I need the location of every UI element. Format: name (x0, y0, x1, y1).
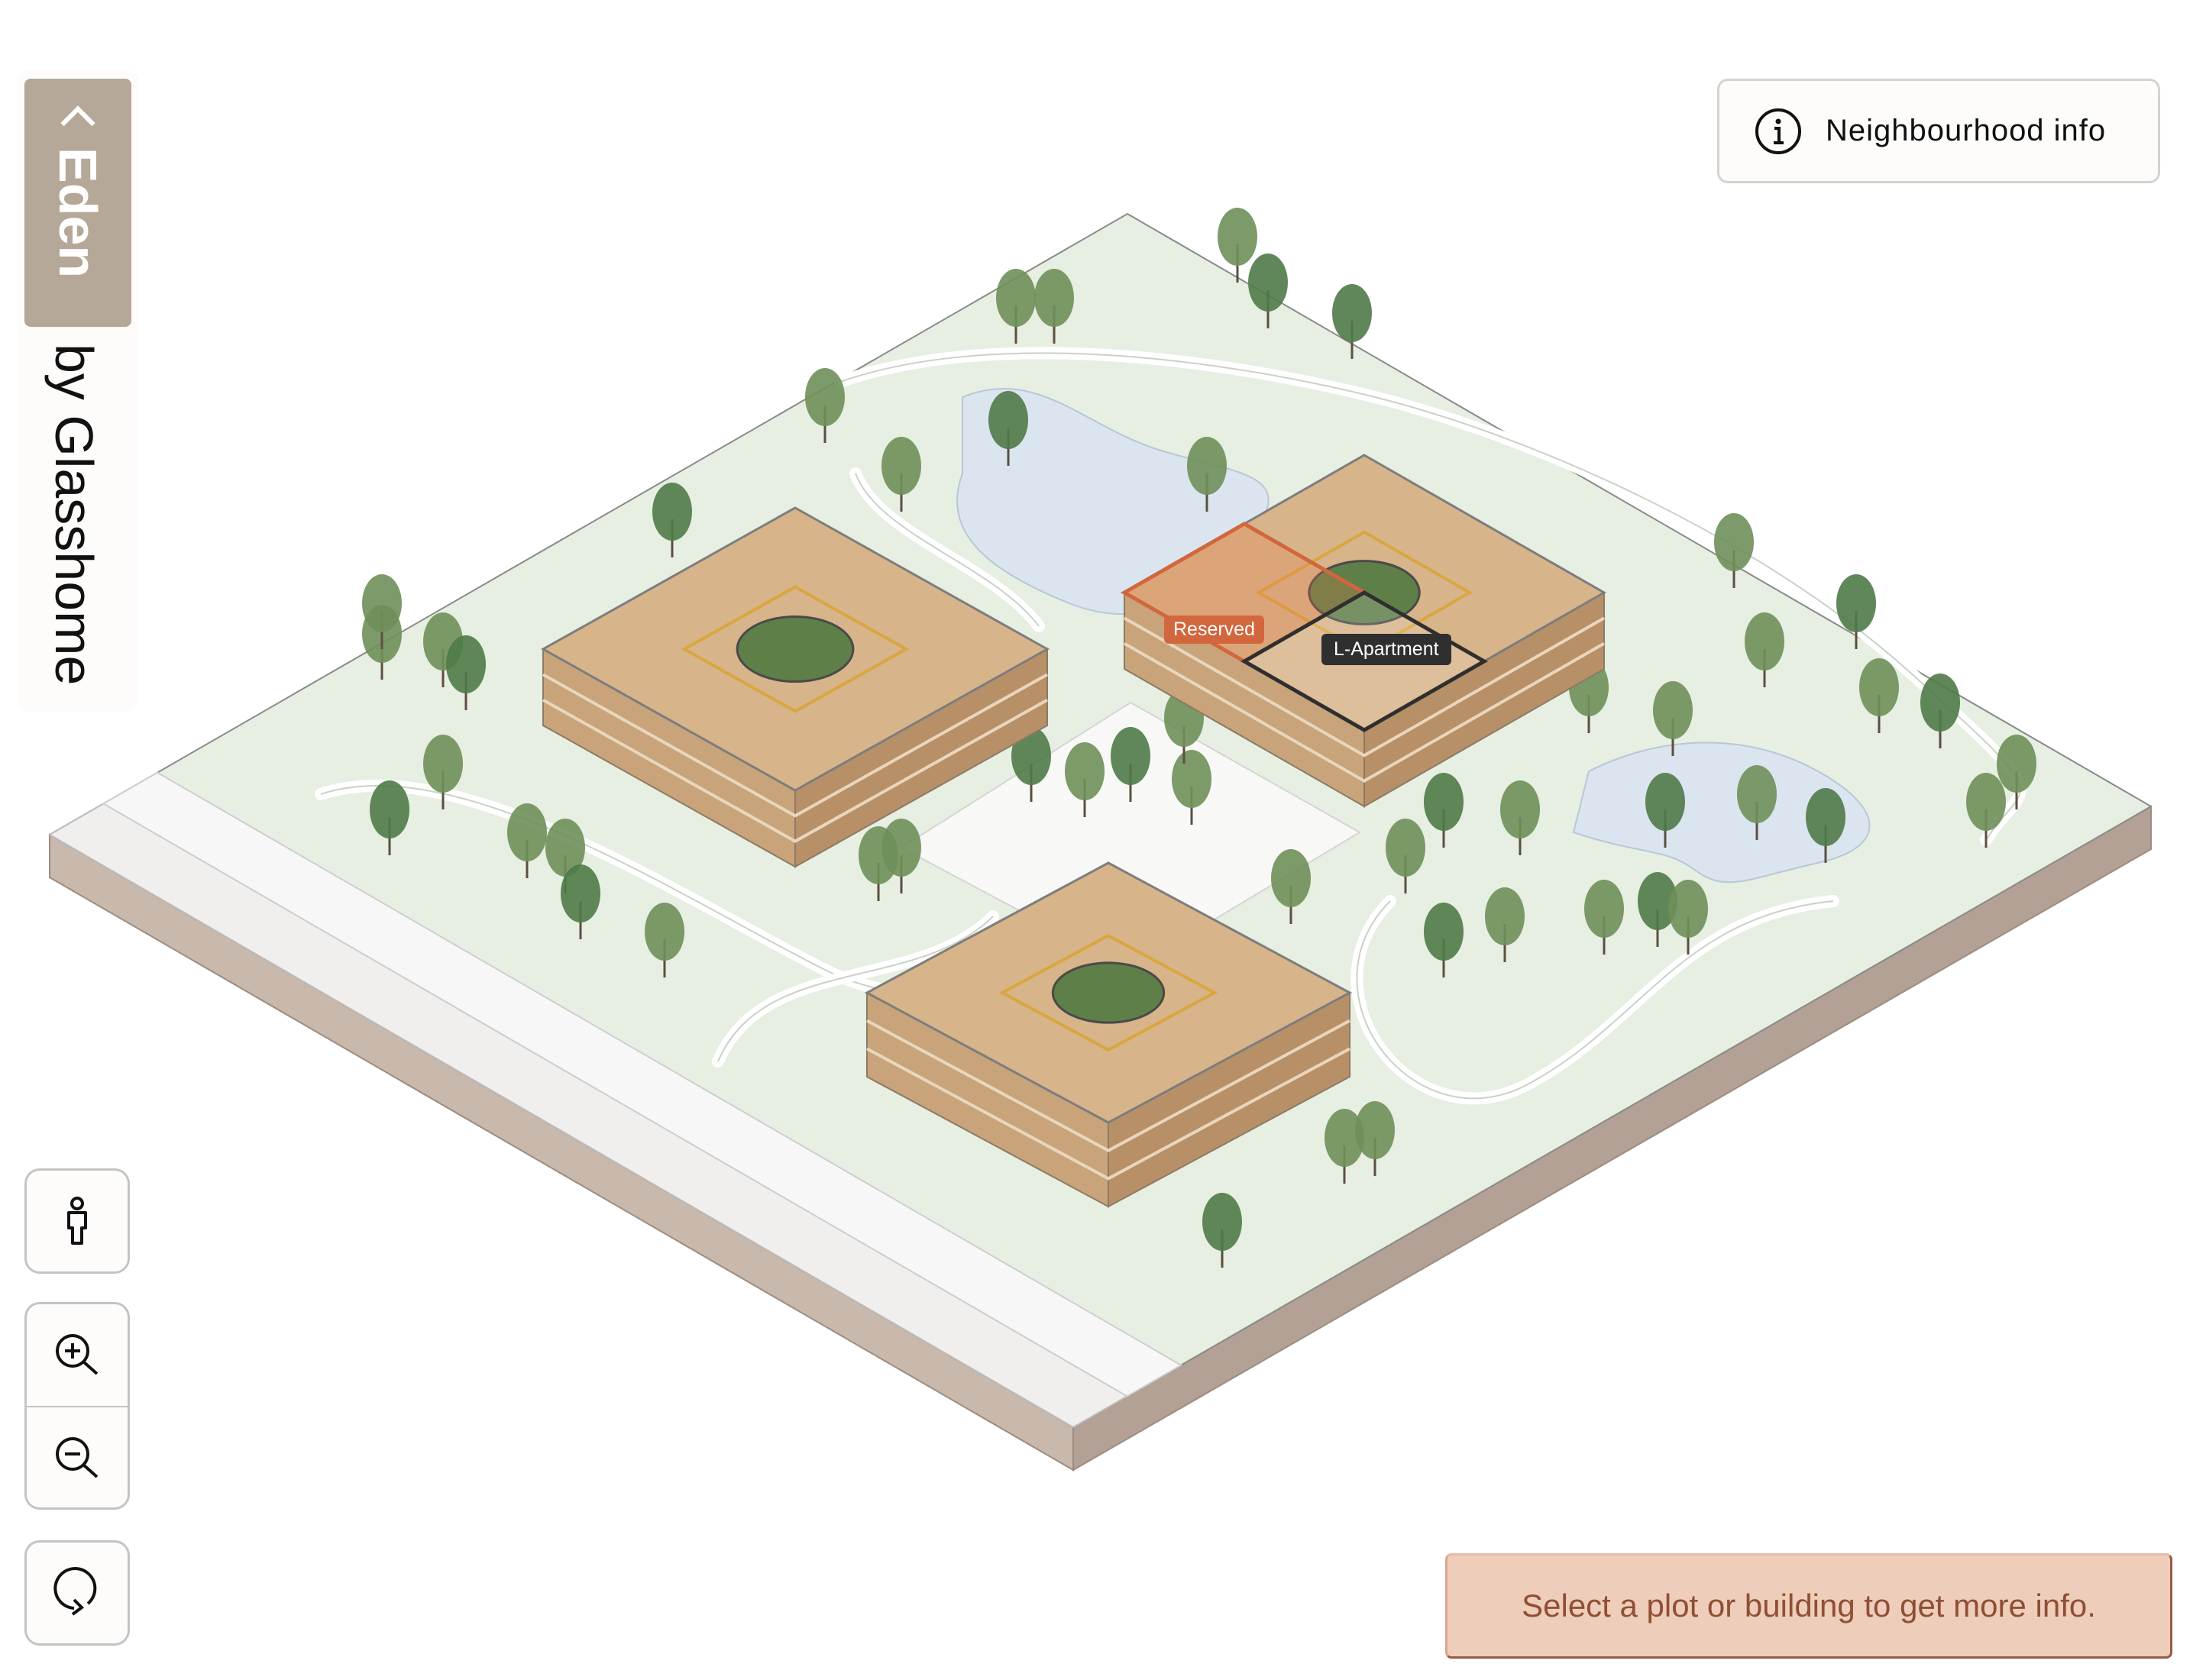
status-banner: Select a plot or building to get more in… (1445, 1553, 2172, 1659)
tree (1745, 612, 1784, 670)
reserved-label[interactable]: Reserved (1164, 615, 1264, 644)
project-name: Eden (48, 147, 108, 279)
person-view-control (24, 1168, 130, 1274)
tree (1645, 773, 1685, 831)
rotate-icon (53, 1567, 97, 1616)
tree (1187, 437, 1227, 495)
tree (1668, 880, 1708, 938)
building-south-corridor (998, 933, 1218, 1052)
rotate-button[interactable] (27, 1543, 128, 1643)
tree (1966, 773, 2006, 831)
tree (1202, 1193, 1242, 1251)
tree (1997, 735, 2036, 793)
neighbourhood-info-button[interactable]: Neighbourhood info (1717, 79, 2160, 183)
tree (1859, 658, 1899, 716)
info-icon (1755, 108, 1801, 154)
zoom-out-button[interactable] (27, 1406, 128, 1507)
project-tab[interactable]: Eden (24, 79, 131, 327)
tree (1806, 788, 1845, 846)
tree (1218, 208, 1257, 266)
zoom-in-icon (56, 1333, 99, 1375)
apartment-label[interactable]: L-Apartment (1321, 634, 1451, 665)
tree (805, 368, 845, 426)
tree (1011, 727, 1051, 785)
buildings[interactable] (540, 454, 1607, 1208)
tree (446, 635, 486, 693)
tree (370, 780, 409, 838)
tree (561, 864, 600, 922)
tree (652, 483, 692, 541)
person-view-button[interactable] (27, 1171, 128, 1271)
tree (1485, 887, 1525, 945)
tree (881, 437, 921, 495)
tree (859, 826, 898, 884)
tree (645, 903, 684, 961)
tree (1500, 780, 1540, 838)
tree (1638, 872, 1677, 930)
tree (1920, 674, 1960, 732)
zoom-out-icon (56, 1436, 99, 1478)
tree (1248, 254, 1288, 312)
neighbourhood-info-label: Neighbourhood info (1826, 114, 2107, 147)
tree (1424, 773, 1464, 831)
brand-label: by Glasshome (44, 344, 104, 686)
tree (1355, 1101, 1395, 1159)
tree (362, 574, 402, 632)
zoom-control (24, 1302, 130, 1510)
sidewalk (102, 771, 1183, 1397)
chevron-up-icon (60, 105, 95, 141)
tree (1325, 1109, 1364, 1167)
tree (996, 269, 1036, 327)
building-west-corridor (681, 585, 910, 713)
tree (988, 391, 1028, 449)
pond-east (1572, 741, 1871, 884)
zoom-in-button[interactable] (27, 1304, 128, 1406)
tree (423, 735, 463, 793)
tree (1424, 903, 1464, 961)
tree (545, 819, 585, 877)
tree (1737, 765, 1777, 823)
rotate-control (24, 1540, 130, 1646)
building-south-courtyard (1051, 961, 1166, 1024)
tree (1653, 681, 1693, 739)
status-message: Select a plot or building to get more in… (1522, 1588, 2096, 1623)
tree (1111, 727, 1150, 785)
tree (1034, 269, 1074, 327)
tree (1386, 819, 1425, 877)
person-icon (67, 1197, 87, 1245)
building-west-courtyard (736, 615, 855, 683)
tree (1836, 574, 1876, 632)
tree (507, 803, 547, 861)
tree (1172, 750, 1211, 808)
tree (1332, 284, 1372, 342)
tree (1714, 513, 1754, 571)
tree (1584, 880, 1624, 938)
tree (1271, 849, 1311, 907)
tree (1065, 742, 1105, 800)
